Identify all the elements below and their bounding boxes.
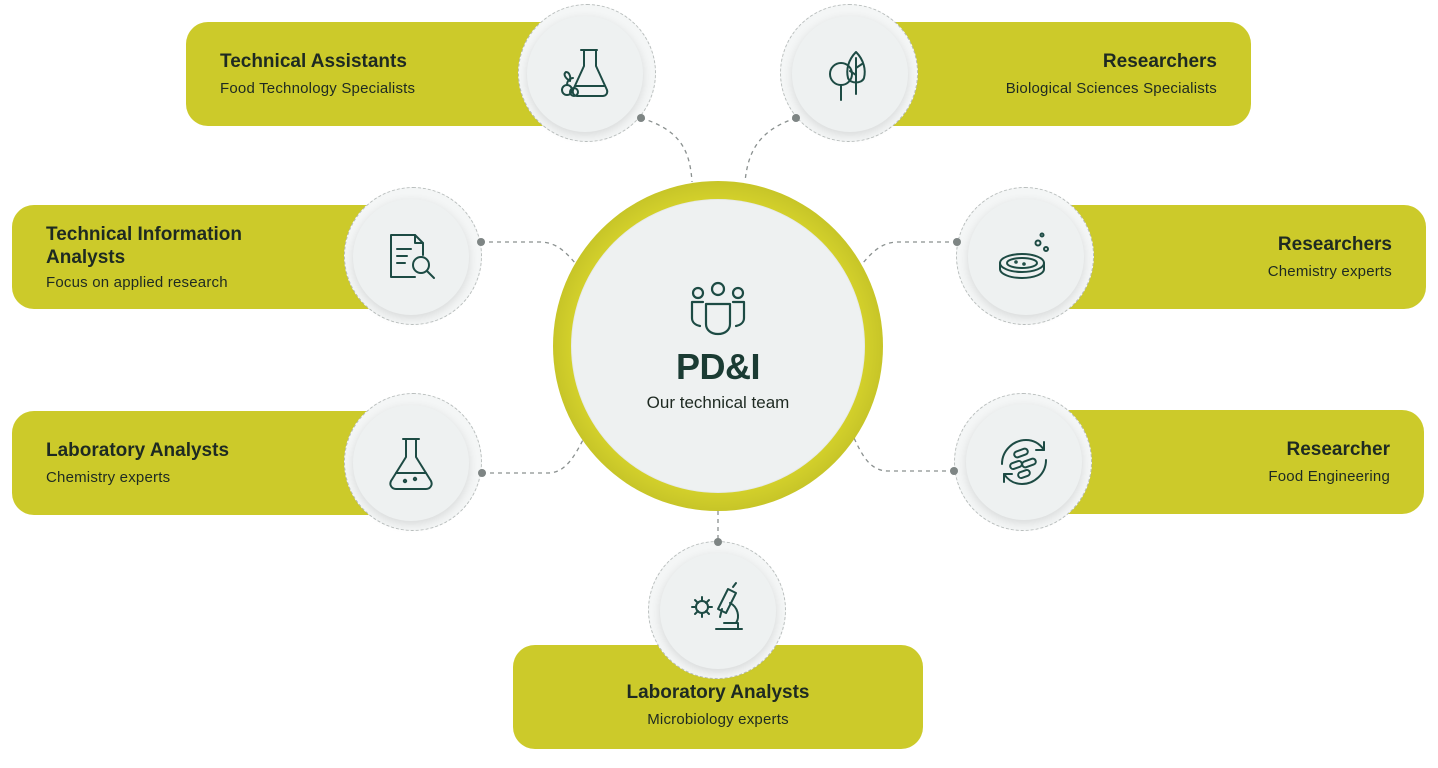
petri-dish-icon bbox=[968, 199, 1084, 315]
team-icon bbox=[686, 280, 750, 343]
role-title: Technical Assistants bbox=[220, 51, 407, 72]
connector-dot bbox=[477, 238, 485, 246]
connector-researchers-chemistry bbox=[861, 241, 957, 265]
hub-title: PD&I bbox=[675, 345, 761, 387]
role-card-laboratory-analysts-microbiology: Laboratory Analysts Microbiology experts bbox=[513, 645, 923, 749]
role-title: Researchers bbox=[1277, 234, 1392, 255]
role-card-technical-information-analysts: Technical Information Analysts Focus on … bbox=[12, 205, 412, 309]
hub-inner: PD&I Our technical team bbox=[571, 199, 865, 493]
connector-technical-assistants bbox=[640, 117, 693, 183]
flask-with-fruit-icon bbox=[527, 16, 643, 132]
connector-dot bbox=[792, 114, 800, 122]
role-title: Technical Information Analysts bbox=[46, 223, 243, 268]
virus-microscope-icon bbox=[660, 553, 776, 669]
bacteria-cycle-icon bbox=[966, 404, 1082, 520]
trees-icon bbox=[792, 16, 908, 132]
connector-technical-information-analysts bbox=[481, 241, 577, 265]
erlenmeyer-flask-icon bbox=[353, 405, 469, 521]
role-subtitle: Biological Sciences Specialists bbox=[1005, 80, 1217, 97]
connector-dot bbox=[953, 238, 961, 246]
role-subtitle: Chemistry experts bbox=[46, 469, 171, 486]
hub-subtitle: Our technical team bbox=[646, 392, 790, 412]
role-subtitle: Chemistry experts bbox=[1267, 263, 1392, 280]
document-search-icon bbox=[353, 199, 469, 315]
role-title: Researchers bbox=[1102, 51, 1217, 72]
hub-circle: PD&I Our technical team bbox=[553, 181, 883, 511]
role-subtitle: Food Technology Specialists bbox=[220, 80, 416, 97]
connector-dot bbox=[950, 467, 958, 475]
connector-researcher-food-engineering bbox=[853, 437, 954, 472]
role-title: Laboratory Analysts bbox=[46, 440, 230, 461]
role-subtitle: Focus on applied research bbox=[46, 273, 228, 291]
role-subtitle: Food Engineering bbox=[1268, 468, 1390, 485]
connector-dot bbox=[637, 114, 645, 122]
role-title: Laboratory Analysts bbox=[626, 682, 810, 703]
role-title: Researcher bbox=[1286, 439, 1390, 460]
connector-laboratory-analysts-chemistry bbox=[482, 437, 585, 474]
connector-dot bbox=[714, 538, 722, 546]
connector-researchers-biological bbox=[744, 117, 797, 183]
role-subtitle: Microbiology experts bbox=[647, 711, 789, 728]
connector-dot bbox=[478, 469, 486, 477]
